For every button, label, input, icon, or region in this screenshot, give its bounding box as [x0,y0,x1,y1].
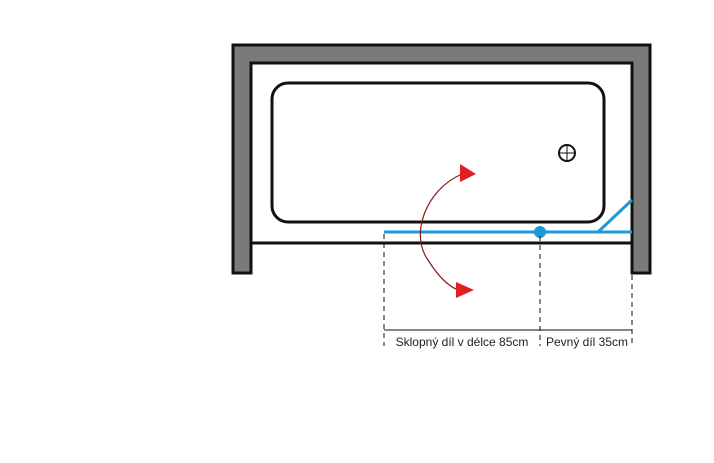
arrow-up-icon [460,164,476,182]
swing-arc [419,164,476,298]
wall [231,43,652,275]
glass-screen [384,198,634,238]
bathtub-basin [270,81,606,224]
swing-part-label: Sklopný díl v délce 85cm [396,335,529,349]
drain-icon [558,144,576,162]
fixed-part-label: Pevný díl 35cm [546,335,628,349]
arrow-down-icon [456,282,474,298]
dimension-lines [383,234,633,346]
hinge-point [534,226,546,238]
